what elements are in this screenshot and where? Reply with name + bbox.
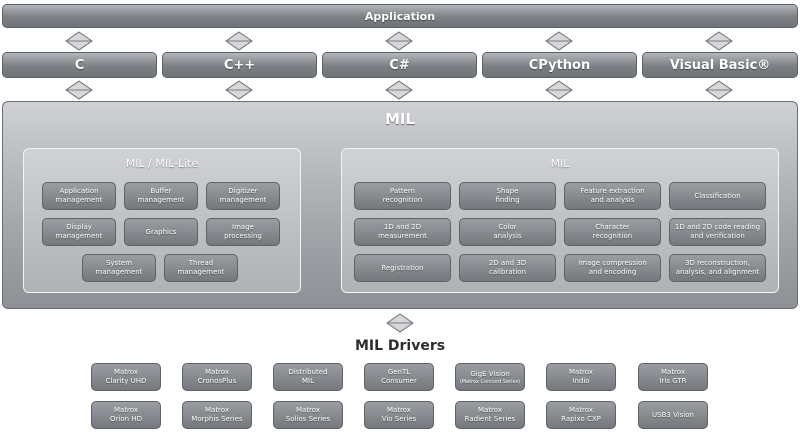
connector-diamond-icon <box>385 31 413 51</box>
driver-distributed-mil: Distributed MIL <box>273 363 343 391</box>
language-cpython: CPython <box>482 52 637 78</box>
connector-diamond-icon <box>386 313 414 333</box>
driver-radient-series: Matrox Radient Series <box>455 401 525 429</box>
driver-rapixo-cxp: Matrox Rapixo CXP <box>546 401 616 429</box>
module-color-analysis: Color analysis <box>459 218 556 246</box>
connector-diamond-icon <box>225 31 253 51</box>
mil-block: MIL MIL / MIL-Lite Application managemen… <box>2 101 798 309</box>
module-code-reading: 1D and 2D code reading and verification <box>669 218 766 246</box>
module-shape-finding: Shape finding <box>459 182 556 210</box>
module-image-compression: Image compression and encoding <box>564 254 661 282</box>
module-classification: Classification <box>669 182 766 210</box>
language-csharp: C# <box>322 52 477 78</box>
language-label: C <box>74 57 85 73</box>
connector-diamond-icon <box>545 31 573 51</box>
language-cpp: C++ <box>162 52 317 78</box>
module-character-recognition: Character recognition <box>564 218 661 246</box>
module-digitizer-management: Digitizer management <box>206 182 280 210</box>
module-pattern-recognition: Pattern recognition <box>354 182 451 210</box>
mil-title: MIL <box>384 110 416 128</box>
module-image-processing: Image processing <box>206 218 280 246</box>
module-registration: Registration <box>354 254 451 282</box>
connector-diamond-icon <box>705 31 733 51</box>
driver-indio: Matrox Indio <box>546 363 616 391</box>
driver-usb3-vision: USB3 Vision <box>638 401 708 429</box>
driver-cronosplus: Matrox CronosPlus <box>182 363 252 391</box>
module-system-management: System management <box>82 254 156 282</box>
connector-diamond-icon <box>385 80 413 100</box>
module-application-management: Application management <box>42 182 116 210</box>
driver-solios-series: Matrox Solios Series <box>273 401 343 429</box>
mil-panel-title: MIL <box>550 157 570 170</box>
module-graphics: Graphics <box>124 218 198 246</box>
driver-clarity-uhd: Matrox Clarity UHD <box>91 363 161 391</box>
language-label: CPython <box>528 57 591 73</box>
mil-lite-panel: MIL / MIL-Lite Application management Bu… <box>23 148 301 293</box>
application-label: Application <box>364 9 436 23</box>
mil-lite-panel-title: MIL / MIL-Lite <box>125 157 199 170</box>
connector-diamond-icon <box>225 80 253 100</box>
driver-morphis-series: Matrox Morphis Series <box>182 401 252 429</box>
driver-vio-series: Matrox Vio Series <box>364 401 434 429</box>
driver-orion-hd: Matrox Orion HD <box>91 401 161 429</box>
module-calibration: 2D and 3D calibration <box>459 254 556 282</box>
language-visual-basic: Visual Basic® <box>642 52 798 78</box>
connector-diamond-icon <box>65 31 93 51</box>
driver-gentl-consumer: GenTL Consumer <box>364 363 434 391</box>
language-c: C <box>2 52 157 78</box>
application-bar: Application <box>2 4 798 28</box>
language-label: Visual Basic® <box>669 57 771 73</box>
module-feature-extraction: Feature extraction and analysis <box>564 182 661 210</box>
driver-gige-vision: GigE Vision (Matrox Concord Series) <box>455 363 525 391</box>
module-3d-reconstruction: 3D reconstruction, analysis, and alignme… <box>669 254 766 282</box>
module-measurement: 1D and 2D measurement <box>354 218 451 246</box>
connector-diamond-icon <box>65 80 93 100</box>
module-buffer-management: Buffer management <box>124 182 198 210</box>
mil-panel: MIL Pattern recognition Shape finding Fe… <box>341 148 779 293</box>
drivers-title: MIL Drivers <box>354 338 446 354</box>
connector-diamond-icon <box>705 80 733 100</box>
language-label: C# <box>389 57 410 73</box>
driver-iris-gtr: Matrox Iris GTR <box>638 363 708 391</box>
connector-diamond-icon <box>545 80 573 100</box>
module-display-management: Display management <box>42 218 116 246</box>
module-thread-management: Thread management <box>164 254 238 282</box>
language-label: C++ <box>223 57 256 73</box>
